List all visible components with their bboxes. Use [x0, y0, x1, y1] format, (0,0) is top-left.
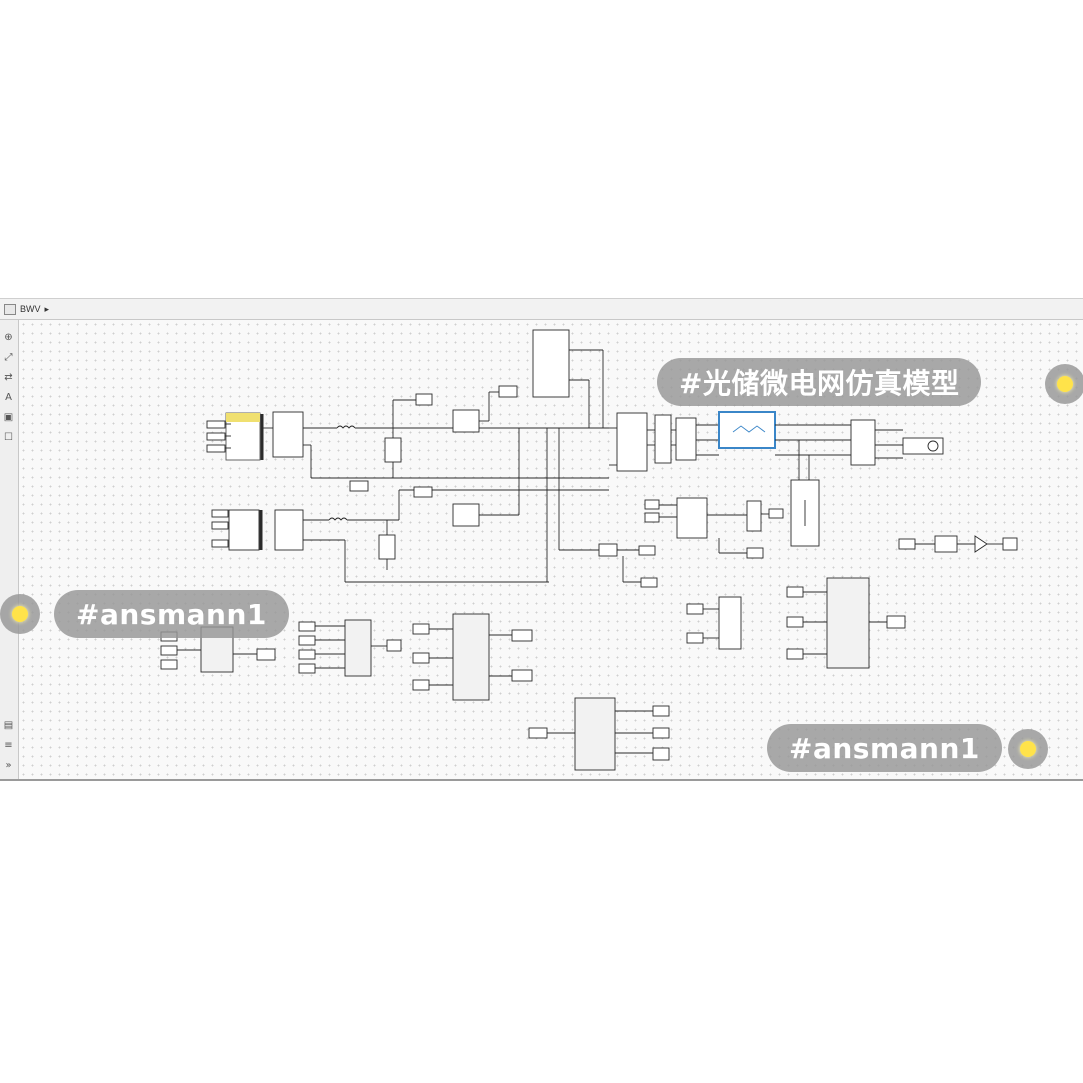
sensor-block: [452, 503, 480, 527]
fit-view-icon[interactable]: ⤢: [4, 352, 13, 363]
title-watermark: #光储微电网仿真模型: [657, 358, 982, 406]
switch-block: [384, 437, 402, 463]
model-name[interactable]: BWV: [20, 304, 41, 314]
grid-source-block: [902, 437, 944, 455]
input-port: [206, 444, 226, 453]
panel-icon[interactable]: ▤: [3, 720, 14, 731]
mppt-subsystem: [532, 329, 570, 398]
battery-block: [228, 509, 260, 551]
goto-tag: [498, 385, 518, 398]
lc-filter-block: [718, 411, 776, 449]
checkbox-icon[interactable]: ☐: [4, 432, 13, 443]
model-icon: [4, 303, 16, 315]
converter-block: [274, 509, 304, 551]
block-diagram: [160, 329, 1018, 771]
sensor-block: [452, 409, 480, 433]
subsystem-block: [574, 697, 616, 771]
text-icon[interactable]: A: [5, 392, 12, 403]
tag-watermark-right: #ansmann1: [767, 724, 1002, 772]
tag-watermark-left: #ansmann1: [54, 590, 289, 638]
switch-block: [378, 534, 396, 560]
lightbulb-icon: [0, 594, 40, 634]
subsystem-block: [826, 577, 870, 669]
input-port: [206, 420, 226, 429]
lightbulb-icon: [1045, 364, 1083, 404]
model-breadcrumb[interactable]: BWV ▸: [0, 299, 1083, 320]
scope-block: [718, 596, 742, 650]
input-port: [206, 432, 226, 441]
expand-icon[interactable]: »: [5, 760, 12, 771]
arrows-icon[interactable]: ⇄: [4, 372, 13, 383]
left-toolbar: ⊕ ⤢ ⇄ A ▣ ☐ ▤ ≡ »: [0, 320, 19, 779]
image-icon[interactable]: ▣: [3, 412, 14, 423]
lightbulb-icon: [1008, 729, 1048, 769]
converter-block: [272, 411, 304, 458]
list-icon[interactable]: ≡: [4, 740, 13, 751]
inverter-block: [616, 412, 648, 472]
subsystem-block: [452, 613, 490, 701]
zoom-in-icon[interactable]: ⊕: [4, 332, 13, 343]
goto-tag: [415, 393, 433, 406]
breadcrumb-arrow-icon[interactable]: ▸: [44, 303, 50, 314]
